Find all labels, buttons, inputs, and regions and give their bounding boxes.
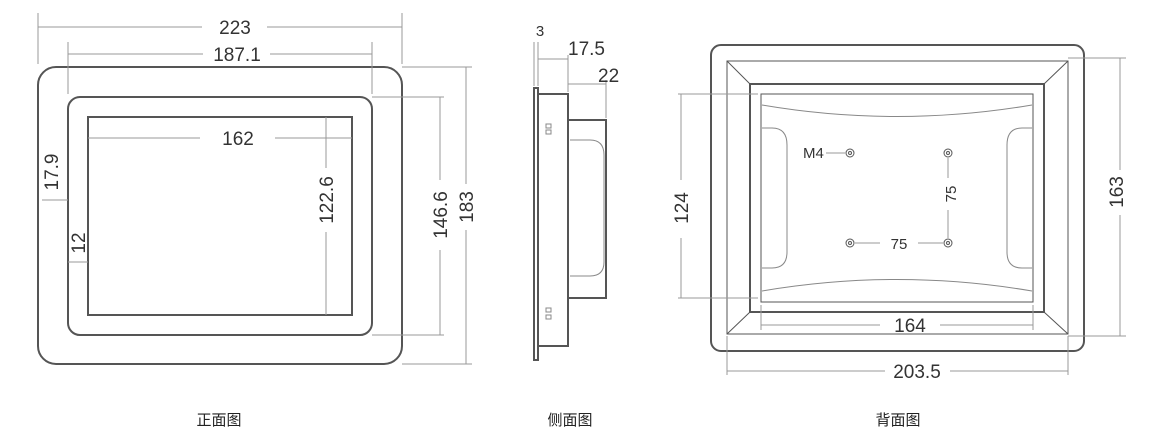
front-screen: [87, 116, 353, 316]
side-port-top-1: [545, 123, 552, 129]
front-dim-inner-width: 187.1: [213, 45, 261, 66]
back-dim-hole-vertical: 75: [943, 186, 960, 203]
side-port-top-2: [545, 129, 552, 135]
front-dim-width: 223: [219, 18, 251, 39]
front-dim-screen-width: 162: [222, 129, 254, 150]
side-dim-depth: 17.5: [568, 39, 605, 60]
front-caption: 正面图: [196, 411, 241, 429]
mount-hole-top-right: [943, 148, 953, 158]
back-dim-height: 124: [672, 192, 693, 224]
side-view: 3 17.5 22 侧面图: [533, 23, 619, 429]
mount-hole-bottom-right: [943, 238, 953, 248]
back-outer-frame: [710, 44, 1085, 352]
back-inner-frame: [726, 60, 1069, 335]
back-dim-total-width: 203.5: [893, 362, 941, 383]
front-dim-screen-height: 122.6: [317, 176, 338, 224]
front-dim-bottom-margin: 12: [69, 232, 90, 253]
back-view: M4 75 75 124 164 203.5 163 背面图: [672, 44, 1128, 429]
side-port-bottom-1: [545, 307, 552, 313]
side-back-housing: [567, 119, 607, 299]
front-dim-inner-height: 146.6: [431, 191, 452, 239]
back-dim-total-height: 163: [1107, 176, 1128, 208]
side-dim-front: 3: [536, 23, 544, 40]
front-view: 223 187.1 162 17.9 12 122.6 146.6 183: [37, 13, 478, 429]
mount-hole-bottom-left: [845, 238, 855, 248]
front-dim-height: 183: [457, 191, 478, 223]
mount-hole-top-left: [845, 148, 855, 158]
side-bezel-body: [537, 93, 569, 347]
back-left-recess: [762, 127, 788, 269]
back-right-recess: [1006, 127, 1032, 269]
back-dim-width: 164: [894, 316, 926, 337]
side-port-bottom-2: [545, 314, 552, 320]
back-housing-inner: [760, 93, 1034, 303]
side-dim-total-depth: 22: [598, 66, 619, 87]
back-dim-hole-horizontal: 75: [891, 236, 908, 253]
front-outer-frame: [37, 66, 403, 365]
back-housing-outer: [749, 83, 1045, 313]
back-label-thread: M4: [803, 145, 824, 162]
front-dim-side-margin: 17.9: [42, 154, 63, 191]
front-bezel: [67, 96, 373, 336]
back-caption: 背面图: [875, 411, 920, 429]
side-caption: 侧面图: [547, 411, 592, 429]
